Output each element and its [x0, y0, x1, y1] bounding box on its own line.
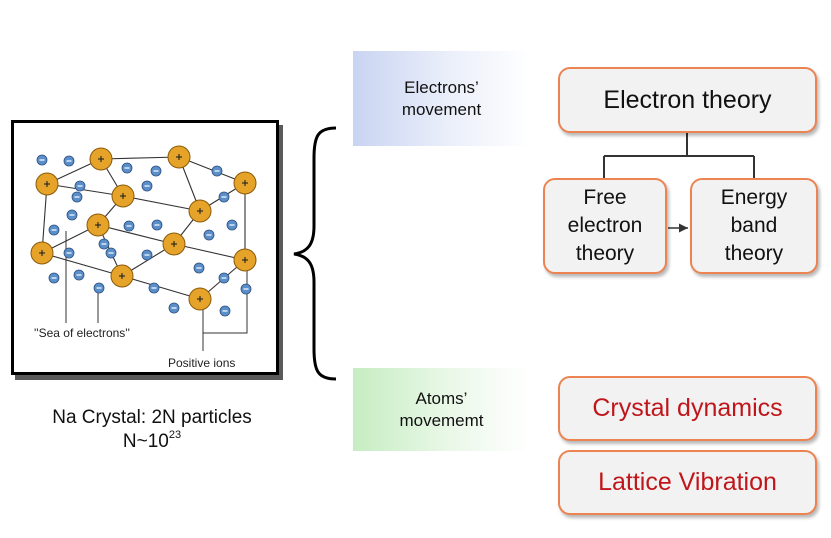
electron-icon	[240, 283, 252, 295]
electron-icon	[73, 269, 85, 281]
positive-ions-label: Positive ions	[168, 356, 235, 370]
electron-icon	[93, 282, 105, 294]
electron-icon	[123, 220, 135, 232]
positive-ion-icon	[233, 171, 257, 195]
crystal-dynamics-label: Crystal dynamics	[592, 394, 783, 422]
positive-ion-icon	[35, 172, 59, 196]
lattice-bond	[100, 156, 180, 160]
electron-theory-box: Electron theory	[558, 67, 817, 133]
electrons-movement-line2: movement	[401, 99, 482, 119]
electron-icon	[218, 191, 230, 203]
crystal-caption-particles: Na Crystal: 2N particles	[52, 407, 252, 428]
electron-icon	[63, 247, 75, 259]
crystal-lattice-diagram: ''Sea of electrons'' Positive ions	[30, 145, 257, 370]
crystal-dynamics-box: Crystal dynamics	[558, 376, 817, 441]
electron-icon	[150, 165, 162, 177]
curly-brace	[293, 126, 337, 381]
atoms-movement-line1: Atoms’	[415, 388, 468, 408]
free-electron-line1: Free	[583, 186, 627, 209]
electron-icon	[148, 282, 160, 294]
energy-band-line1: Energy	[720, 186, 788, 209]
positive-ion-icon	[167, 145, 191, 169]
na-crystal-figure: ''Sea of electrons'' Positive ions	[11, 120, 279, 375]
electron-icon	[71, 191, 83, 203]
lattice-bond	[122, 195, 201, 212]
positive-ion-icon	[188, 287, 212, 311]
electron-icon	[105, 247, 117, 259]
positive-ion-icon	[89, 147, 113, 171]
electron-icon	[218, 272, 230, 284]
electron-icon	[63, 155, 75, 167]
lattice-bond	[97, 224, 175, 245]
electron-icon	[168, 302, 180, 314]
electron-icon	[121, 162, 133, 174]
electron-icon	[141, 180, 153, 192]
free-electron-theory-box: Free electron theory	[543, 178, 667, 274]
crystal-caption-n: N~1023	[20, 429, 284, 453]
electron-icon	[193, 262, 205, 274]
electron-icon	[141, 249, 153, 261]
lattice-bond	[41, 183, 48, 254]
positive-ion-icon	[86, 213, 110, 237]
energy-band-theory-box: Energy band theory	[690, 178, 818, 274]
energy-band-line3: theory	[724, 242, 784, 265]
electron-icon	[48, 224, 60, 236]
free-electron-line2: electron	[567, 214, 643, 237]
electrons-movement-panel: Electrons’ movement	[353, 51, 530, 146]
positive-ion-icon	[233, 248, 257, 272]
lattice-vibration-box: Lattice Vibration	[558, 450, 817, 515]
n-exponent: 23	[168, 429, 182, 441]
positive-ion-icon	[111, 184, 135, 208]
lattice-vibration-label: Lattice Vibration	[598, 468, 777, 496]
electron-icon	[36, 154, 48, 166]
electron-icon	[48, 272, 60, 284]
electron-icon	[211, 165, 223, 177]
positive-ion-icon	[162, 232, 186, 256]
atoms-movement-line2: movememt	[399, 410, 484, 430]
lattice-bond	[121, 275, 201, 300]
electron-theory-label: Electron theory	[603, 85, 772, 114]
free-electron-line3: theory	[575, 242, 635, 265]
n-base: N~10	[122, 431, 169, 452]
lattice-bond	[46, 183, 124, 197]
electron-icon	[66, 209, 78, 221]
energy-band-line2: band	[730, 214, 778, 237]
electron-icon	[219, 305, 231, 317]
positive-ion-icon	[188, 199, 212, 223]
positive-ion-icon	[110, 264, 134, 288]
lattice-bond	[173, 243, 246, 261]
electron-icon	[203, 229, 215, 241]
sea-of-electrons-label: ''Sea of electrons''	[34, 326, 130, 340]
lattice-bond	[41, 252, 123, 277]
positive-ion-icon	[30, 241, 54, 265]
electron-icon	[74, 180, 86, 192]
atoms-movement-panel: Atoms’ movememt	[353, 368, 530, 451]
electron-icon	[98, 238, 110, 250]
electron-icon	[151, 219, 163, 231]
electron-icon	[226, 219, 238, 231]
electrons-movement-line1: Electrons’	[404, 77, 479, 97]
